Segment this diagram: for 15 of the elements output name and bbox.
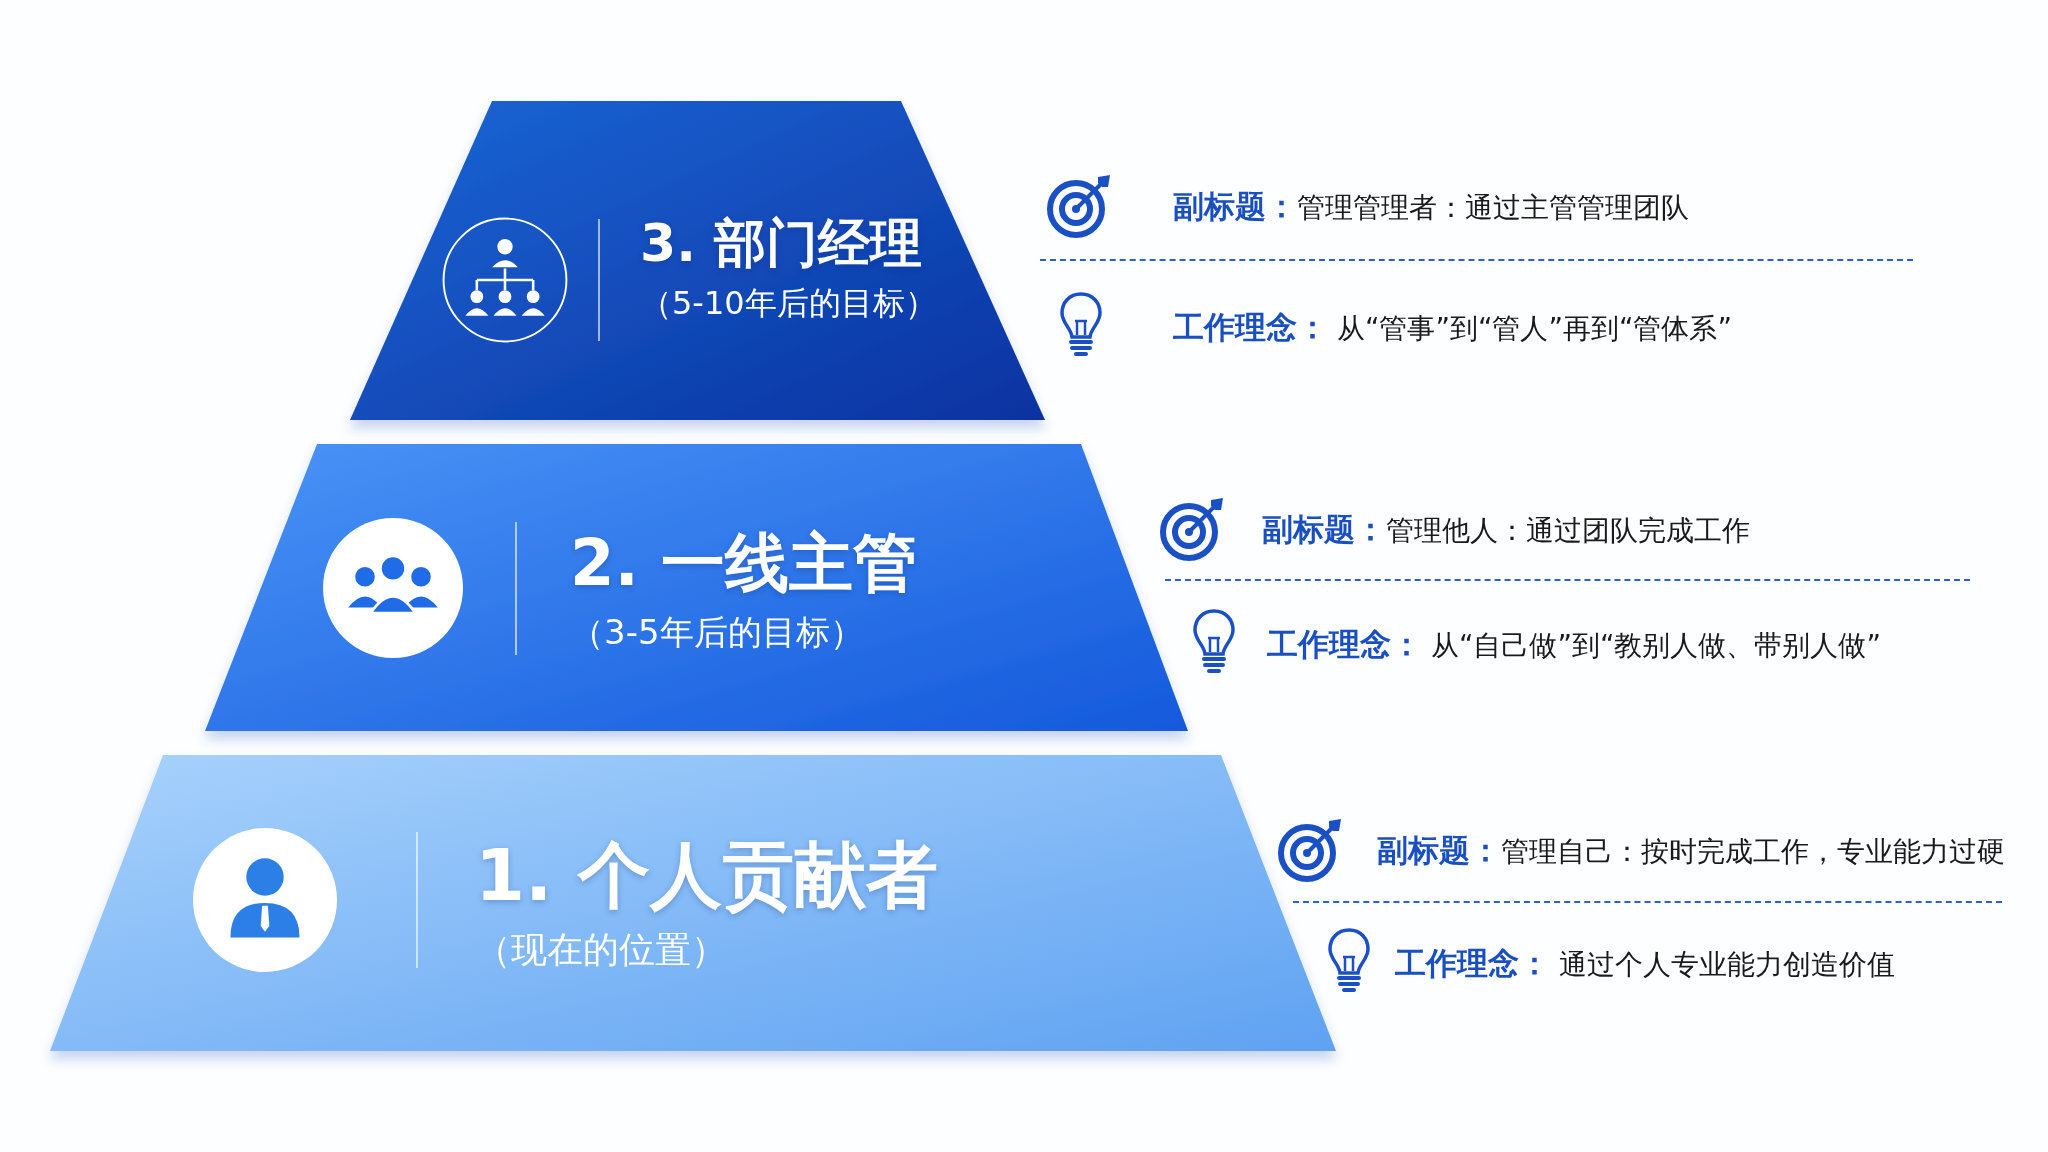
tier-title: 3. 部门经理 [640, 212, 923, 275]
description-text: 副标题：管理管理者：通过主管管理团队 [1173, 190, 1689, 222]
pyramid-tier [350, 101, 1045, 420]
description-text: 工作理念： 从“管事”到“管人”再到“管体系” [1173, 311, 1732, 343]
description-text: 工作理念： 通过个人专业能力创造价值 [1395, 947, 1895, 979]
description-text: 副标题：管理他人：通过团队完成工作 [1262, 513, 1750, 545]
tier-subtitle: （5-10年后的目标） [640, 284, 937, 323]
description-text: 副标题：管理自己：按时完成工作，专业能力过硬 [1377, 834, 2005, 866]
tier-subtitle: （3-5年后的目标） [570, 611, 864, 653]
tier-subtitle: （现在的位置） [475, 928, 727, 972]
tier-title: 2. 一线主管 [570, 525, 918, 602]
pyramid-tier [205, 444, 1188, 731]
pyramid-tier [50, 755, 1336, 1051]
tier-title: 1. 个人贡献者 [475, 832, 938, 919]
description-text: 工作理念： 从“自己做”到“教别人做、带别人做” [1267, 628, 1881, 660]
